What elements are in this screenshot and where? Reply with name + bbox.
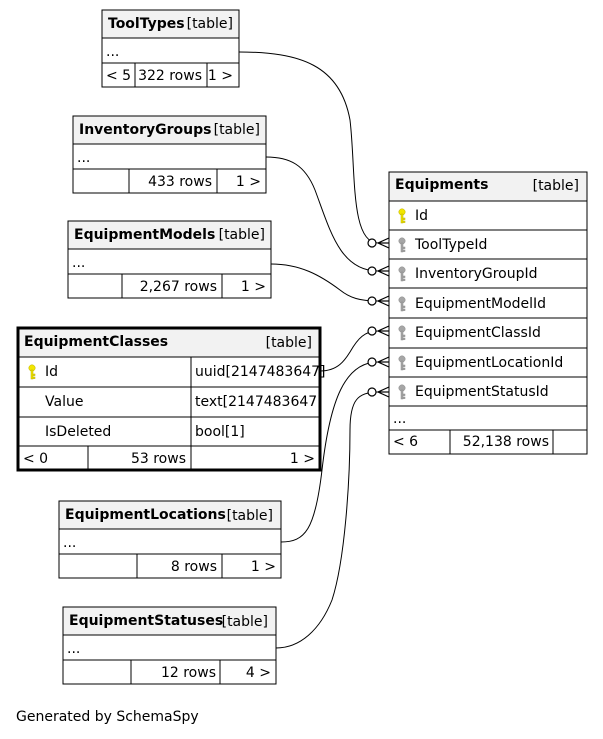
table-equipmentclasses[interactable]: EquipmentClasses [table] Id uuid[2147483… [16, 326, 326, 472]
table-title: Equipments [395, 177, 488, 193]
table-tag: [table] [222, 614, 268, 630]
table-title: EquipmentStatuses [69, 613, 223, 629]
connector-equipmentstatusid [367, 386, 390, 398]
connector-equipmentclassid [367, 325, 390, 337]
table-rows-ellipsis: ... [106, 44, 119, 60]
row-count: 12 rows [161, 665, 216, 681]
table-rows-ellipsis: ... [67, 641, 80, 657]
table-rows-ellipsis: ... [72, 255, 85, 271]
parents-count: < 0 [23, 451, 48, 467]
children-count: 1 > [236, 174, 261, 190]
edge-tooltypes-equipments [238, 51, 379, 244]
table-rows-ellipsis: ... [77, 150, 90, 166]
column-name: Id [415, 208, 428, 224]
table-equipmentmodels[interactable]: EquipmentModels [table] ... 2,267 rows 1… [67, 220, 272, 299]
children-count: 1 > [290, 451, 315, 467]
column-type: text[2147483647] [195, 394, 323, 410]
connector-equipmentmodelid [367, 295, 390, 307]
edge-connectors [367, 237, 390, 398]
table-tag: [table] [533, 178, 579, 194]
connector-equipmentlocationid [367, 356, 390, 368]
column-name: ToolTypeId [414, 237, 487, 253]
edge-equipmentlocations-equipments [280, 361, 379, 543]
table-inventorygroups[interactable]: InventoryGroups [table] ... 433 rows 1 > [72, 115, 267, 194]
table-equipments[interactable]: Equipments [table] Id ToolTypeId Invento… [388, 171, 588, 455]
column-name: EquipmentStatusId [415, 384, 549, 400]
parents-count: < 6 [393, 434, 418, 450]
table-tag: [table] [266, 335, 312, 351]
table-rows-ellipsis: ... [393, 411, 406, 427]
row-count: 433 rows [148, 174, 212, 190]
edge-equipmentmodels-equipments [270, 263, 379, 302]
table-title: ToolTypes [108, 16, 185, 32]
children-count: 1 > [251, 559, 276, 575]
parents-count: < 5 [106, 68, 131, 84]
generated-by-footer: Generated by SchemaSpy [16, 709, 199, 725]
column-name: EquipmentClassId [415, 325, 541, 341]
row-count: 53 rows [131, 451, 186, 467]
edge-equipmentstatuses-equipments [275, 391, 379, 649]
row-count: 8 rows [171, 559, 217, 575]
edge-inventorygroups-equipments [265, 156, 379, 272]
table-tag: [table] [214, 122, 260, 138]
row-count: 2,267 rows [140, 279, 217, 295]
column-name: Id [45, 364, 58, 380]
column-type: uuid[2147483647] [195, 364, 326, 380]
focused-table-border [16, 326, 322, 472]
connector-tooltypeid [367, 237, 390, 249]
table-title: EquipmentModels [74, 227, 215, 243]
column-name: EquipmentLocationId [415, 355, 563, 371]
children-count: 4 > [246, 665, 271, 681]
column-name: EquipmentModelId [415, 296, 546, 312]
table-title: InventoryGroups [79, 122, 211, 138]
table-tag: [table] [227, 508, 273, 524]
column-name: Value [45, 394, 83, 410]
table-equipmentstatuses[interactable]: EquipmentStatuses [table] ... 12 rows 4 … [62, 606, 277, 685]
table-title: EquipmentLocations [65, 507, 226, 523]
children-count: 1 > [208, 68, 233, 84]
connector-inventorygroupid [367, 265, 390, 277]
table-tag: [table] [219, 227, 265, 243]
column-name: IsDeleted [45, 424, 111, 440]
table-rows-ellipsis: ... [63, 535, 76, 551]
table-tooltypes[interactable]: ToolTypes [table] ... < 5 322 rows 1 > [101, 9, 240, 88]
table-equipmentlocations[interactable]: EquipmentLocations [table] ... 8 rows 1 … [58, 500, 282, 579]
column-name: InventoryGroupId [415, 266, 538, 282]
table-tag: [table] [187, 16, 233, 32]
row-count: 52,138 rows [463, 434, 549, 450]
row-count: 322 rows [138, 68, 202, 84]
children-count: 1 > [241, 279, 266, 295]
column-type: bool[1] [195, 424, 245, 440]
table-title: EquipmentClasses [24, 334, 168, 350]
relationship-edges [238, 51, 379, 649]
